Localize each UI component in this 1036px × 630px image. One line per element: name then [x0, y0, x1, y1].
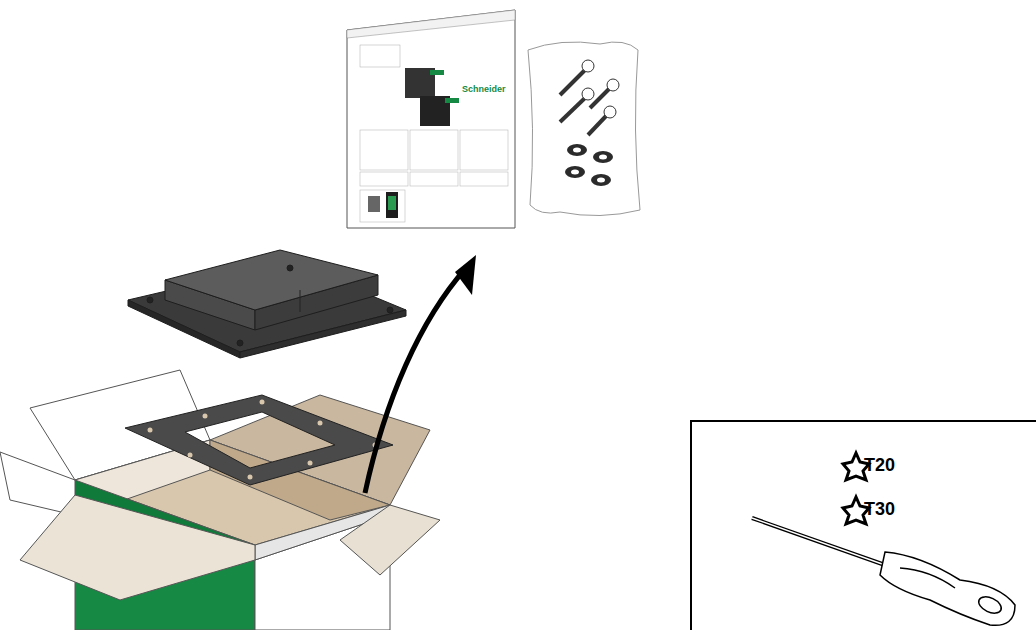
brand-logo: Schneider	[462, 84, 506, 94]
cardboard-box	[0, 370, 440, 630]
unpack-arrow	[365, 255, 476, 493]
gasket-frame	[125, 395, 393, 485]
screwdriver	[752, 518, 1015, 625]
tool-size: T30	[864, 499, 895, 520]
instruction-leaflet	[347, 10, 515, 228]
screw-bag	[528, 42, 640, 216]
enclosure-lid	[128, 250, 406, 358]
tool-size: T20	[864, 455, 895, 476]
tool-box: T20T30	[690, 420, 1036, 630]
